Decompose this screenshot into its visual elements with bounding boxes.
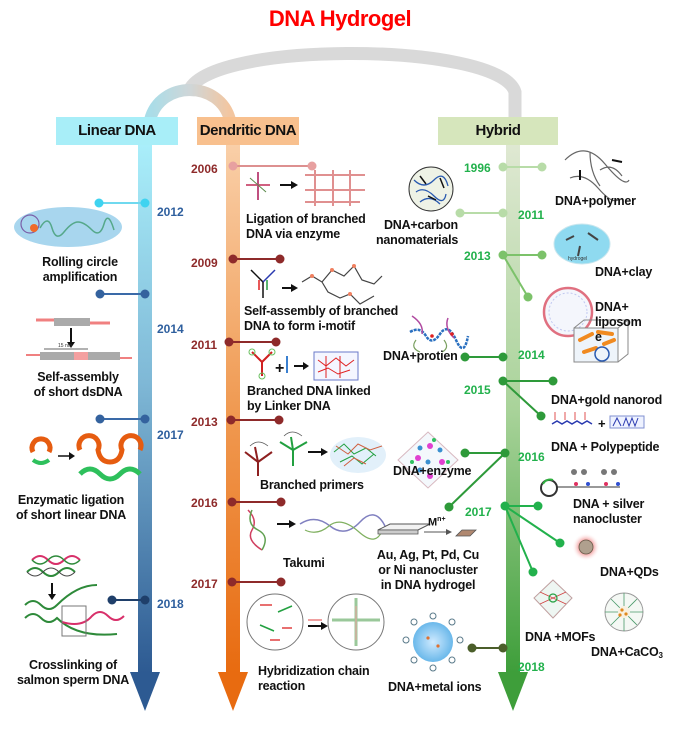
year-linear-2017: 2017 — [157, 428, 184, 442]
metal-ions-illustration — [402, 612, 464, 672]
year-dendritic-2011: 2011 — [191, 338, 218, 352]
carbon-nanomaterials-illustration — [408, 166, 454, 212]
svg-text:+: + — [598, 416, 606, 431]
dendritic-timeline-bar — [226, 145, 240, 673]
label-dna-gold-nanorod: DNA+gold nanorod — [551, 393, 663, 407]
self-assembly-dsdna-illustration — [26, 318, 132, 360]
hybrid-timeline-bar — [506, 145, 520, 673]
diagram-title: DNA Hydrogel — [268, 6, 412, 31]
svg-text:+: + — [275, 360, 284, 377]
year-dendritic-2009: 2009 — [191, 256, 218, 270]
hybrid-connectors — [444, 162, 565, 653]
label-dna-caco3: DNA+CaCO3 — [591, 645, 663, 660]
mof-illustration — [533, 579, 573, 619]
year-hybrid-2013: 2013 — [464, 249, 491, 263]
label-dna-qds: DNA+QDs — [600, 565, 659, 579]
salmon-sperm-dna-illustration — [24, 555, 125, 637]
linear-timeline-bar — [138, 145, 152, 673]
grey-arc — [181, 47, 522, 118]
year-dendritic-2006: 2006 — [191, 162, 218, 176]
label-dna-polypeptide: DNA + Polypeptide — [551, 440, 660, 454]
nanocluster-illustration — [377, 523, 477, 537]
year-linear-2014: 2014 — [157, 322, 184, 336]
year-dendritic-2016: 2016 — [191, 496, 218, 510]
protein-illustration — [409, 315, 470, 353]
hcr-illustration — [246, 593, 385, 651]
enzymatic-ligation-illustration — [29, 433, 144, 482]
year-linear-2012: 2012 — [157, 205, 184, 219]
hybrid-arrow-head — [498, 672, 528, 711]
gold-nanorod-illustration — [573, 319, 630, 363]
enzyme-illustration — [397, 431, 459, 489]
polypeptide-illustration: + — [551, 412, 645, 431]
dendritic-connectors — [224, 161, 317, 587]
takumi-illustration — [247, 509, 386, 551]
silver-nanocluster-illustration — [540, 469, 620, 497]
polymer-illustration — [564, 150, 630, 202]
year-linear-2018: 2018 — [157, 597, 184, 611]
small-arc — [144, 84, 236, 123]
label-branched-primers: Branched primers — [260, 478, 364, 492]
i-motif-illustration — [250, 264, 383, 305]
linker-dna-illustration: + — [248, 348, 359, 381]
clay-illustration — [553, 223, 611, 265]
linear-arrow-head — [130, 672, 160, 711]
year-hybrid-2014: 2014 — [518, 348, 545, 362]
year-hybrid-2016: 2016 — [518, 450, 545, 464]
label-dna-polymer: DNA+polymer — [555, 194, 636, 208]
liposome-illustration — [542, 286, 594, 338]
label-dna-metal-ions: DNA+metal ions — [388, 680, 482, 694]
rolling-circle-illustration — [14, 207, 122, 247]
metal-arrow-label: Mn+ — [428, 516, 446, 529]
label-dna-protien: DNA+protien — [383, 349, 458, 363]
branched-dna-ligation-illustration — [246, 170, 365, 206]
year-dendritic-2013: 2013 — [191, 415, 218, 429]
caco3-illustration — [604, 592, 644, 632]
year-hybrid-2011: 2011 — [518, 208, 545, 222]
label-dna-clay: DNA+clay — [595, 265, 653, 279]
header-linear-dna: Linear DNA — [56, 117, 178, 145]
year-hybrid-2017: 2017 — [465, 505, 492, 519]
label-takumi: Takumi — [283, 556, 325, 570]
clay-inner-label: hydrogel — [568, 256, 588, 262]
year-hybrid-2015: 2015 — [464, 383, 491, 397]
header-hybrid: Hybrid — [438, 117, 558, 145]
label-dna-mofs: DNA +MOFs — [525, 630, 596, 644]
linear-connectors — [94, 198, 150, 605]
label-dna-enzyme: DNA+enzyme — [393, 464, 472, 478]
branched-primers-illustration — [244, 431, 386, 476]
year-hybrid-2018: 2018 — [518, 660, 545, 674]
year-hybrid-1996: 1996 — [464, 161, 491, 175]
dsdna-scale-label: 15 nm — [58, 343, 72, 349]
quantum-dot-illustration — [572, 533, 600, 561]
dendritic-arrow-head — [218, 672, 248, 711]
header-dendritic-dna: Dendritic DNA — [197, 117, 299, 145]
year-dendritic-2017: 2017 — [191, 577, 218, 591]
